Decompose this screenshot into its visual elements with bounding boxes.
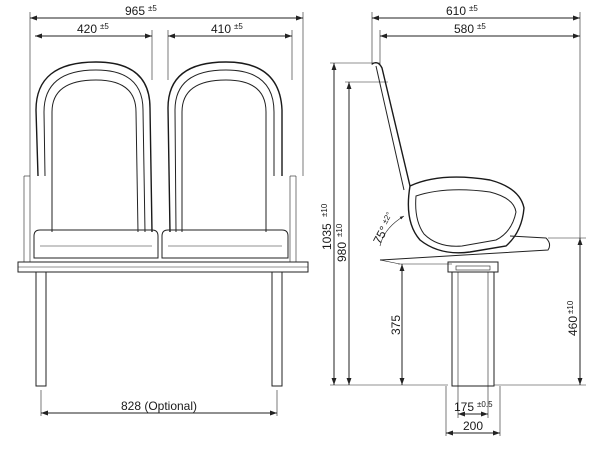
back-height-label: 980 [335, 242, 349, 262]
right-seat-width-label: 410 [211, 22, 231, 36]
right-seat-outline [161, 61, 297, 262]
overall-width-tolerance: ±5 [148, 4, 157, 13]
overall-depth-label: 610 [446, 4, 466, 18]
left-seat-outline [23, 61, 159, 262]
overall-depth-tolerance: ±5 [469, 4, 478, 13]
front-view: 965 ±5 420 ±5 410 ±5 [17, 4, 309, 416]
seat-depth-label: 580 [454, 22, 474, 36]
leg-span-label: 828 (Optional) [121, 399, 197, 413]
front-frame [17, 261, 309, 387]
recline-angle-label: 75° [370, 224, 391, 247]
side-view: 610 ±5 580 ±5 1035 ±10 980 ±10 [320, 4, 586, 436]
left-seat-width-label: 420 [77, 22, 97, 36]
seat-height-tolerance: ±10 [566, 300, 575, 314]
left-seat-width-tolerance: ±5 [100, 22, 109, 31]
back-height-tolerance: ±10 [335, 223, 344, 237]
leg-width-label: 175 [454, 400, 474, 414]
base-height-label: 375 [389, 315, 403, 335]
overall-height-tolerance: ±10 [320, 203, 329, 217]
recline-angle-tolerance: ±2° [380, 211, 394, 226]
side-seat-shell [371, 61, 551, 273]
leg-width-tolerance: ±0.5 [477, 400, 493, 409]
seat-height-label: 460 [566, 316, 580, 336]
side-pedestal-leg [451, 271, 495, 387]
overall-width-label: 965 [125, 4, 145, 18]
overall-height-label: 1035 [320, 223, 334, 250]
foot-width-label: 200 [463, 419, 483, 433]
seat-depth-tolerance: ±5 [477, 22, 486, 31]
right-seat-width-tolerance: ±5 [234, 22, 243, 31]
